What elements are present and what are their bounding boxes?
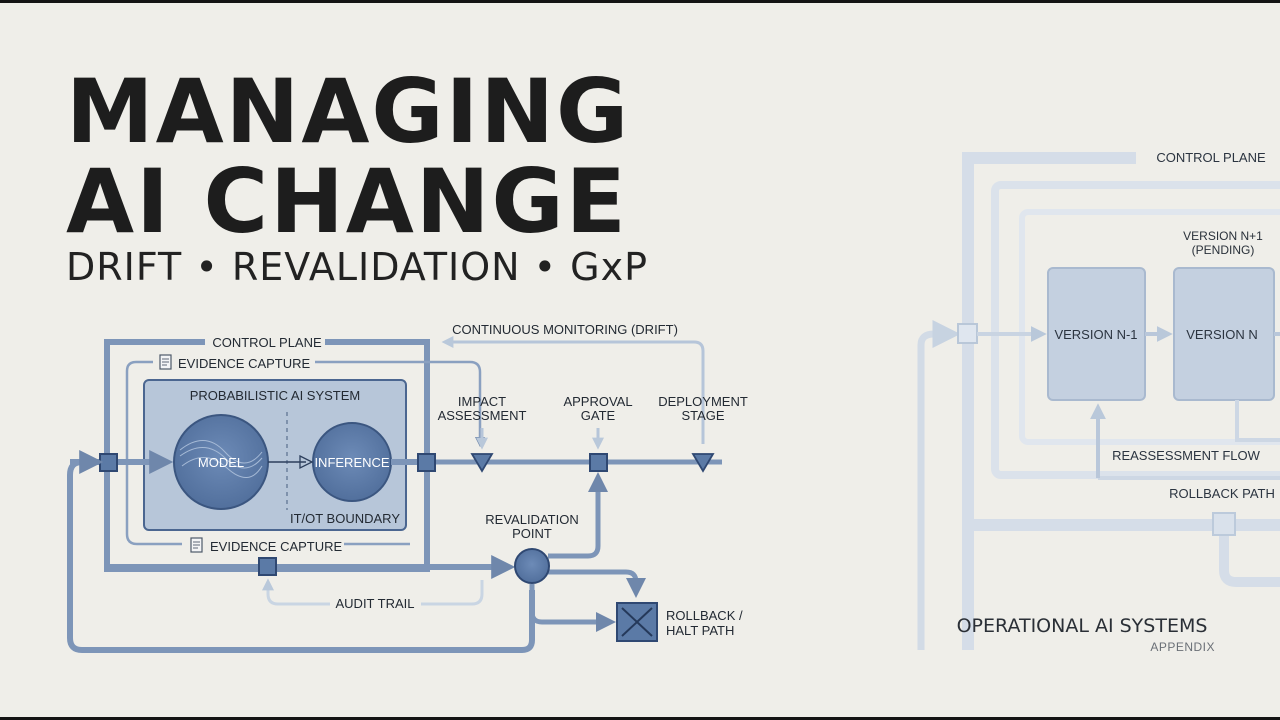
model-wave-line: [181, 457, 263, 478]
impact-triangle-down-icon: [470, 453, 494, 473]
evidence-rail-top-left: [125, 360, 153, 372]
audit-trail-arrow: [262, 578, 330, 606]
title-line-1: MANAGING: [66, 60, 631, 163]
continuous-monitoring-label: CONTINUOUS MONITORING (DRIFT): [452, 322, 678, 337]
evidence-capture-bottom-label: EVIDENCE CAPTURE: [210, 539, 343, 554]
audit-trail-rail-right: [421, 580, 484, 606]
feedback-loop-arrow: [67, 450, 535, 653]
arrow-icon: [299, 454, 314, 470]
exit-square-node-icon: [417, 453, 436, 472]
revalidation-point-node: [514, 548, 550, 584]
subtitle: DRIFT • REVALIDATION • GxP: [66, 245, 649, 289]
model-label: MODEL: [198, 455, 244, 470]
deployment-stage-label-2: STAGE: [681, 408, 724, 423]
approval-gate-label-1: APPROVAL: [563, 394, 632, 409]
revalidation-to-rollback-arrow: [548, 569, 646, 598]
probabilistic-ai-system-label: PROBABILISTIC AI SYSTEM: [190, 388, 361, 403]
revalidation-to-approval-arrow: [548, 472, 608, 559]
appendix-label: APPENDIX: [1150, 640, 1215, 654]
left-diagram: CONTROL PLANE EVIDENCE CAPTURE EVIDENCE …: [67, 322, 748, 653]
model-wave-line: [179, 447, 263, 469]
rollback-halt-label-1: ROLLBACK /: [666, 608, 743, 623]
revalidation-point-label-2: POINT: [512, 526, 552, 541]
rollback-halt-label-2: HALT PATH: [666, 623, 734, 638]
right-rollback-square-node-icon: [1212, 512, 1236, 536]
it-ot-boundary-label: IT/OT BOUNDARY: [290, 511, 400, 526]
continuous-monitoring-arrow: [441, 336, 705, 444]
approval-gate-square-node-icon: [589, 453, 608, 472]
model-wave-icon: [179, 440, 263, 464]
right-entry-flow: [917, 320, 961, 650]
impact-assessment-label-2: ASSESSMENT: [438, 408, 527, 423]
right-diagram: VERSION N-1 VERSION N CONTROL PLANE VERS…: [917, 150, 1280, 654]
deployment-stage-label-1: DEPLOYMENT: [658, 394, 748, 409]
top-frame-border: [0, 0, 1280, 3]
document-icon: [159, 354, 172, 370]
bottom-frame-border: [0, 717, 1280, 720]
version-n1-label-line1: VERSION N+1: [1183, 229, 1263, 243]
version-n-minus-1-label: VERSION N-1: [1054, 327, 1137, 342]
rollback-path-label: ROLLBACK PATH: [1169, 486, 1275, 501]
right-inner-panel: [1019, 209, 1280, 445]
right-rollback-path: [1219, 536, 1280, 587]
audit-trail-label: AUDIT TRAIL: [336, 596, 415, 611]
right-control-plane-frame: [962, 152, 1136, 650]
right-outer-panel: [991, 181, 1280, 479]
revalidation-halt-arrow: [529, 584, 616, 632]
version-n-label: VERSION N: [1186, 327, 1258, 342]
x-box-icon: [621, 607, 653, 637]
revalidation-point-label-1: REVALIDATION: [485, 512, 578, 527]
evidence-capture-top-label: EVIDENCE CAPTURE: [178, 356, 311, 371]
title-line-2: AI CHANGE: [66, 150, 628, 253]
right-control-plane-label: CONTROL PLANE: [1156, 150, 1266, 165]
audit-square-node-icon: [258, 557, 277, 576]
control-plane-label-bg: [205, 333, 325, 351]
right-square-node-icon: [957, 323, 978, 344]
version-n1-label-line2: (PENDING): [1192, 243, 1255, 257]
reassessment-flow-label: REASSESSMENT FLOW: [1112, 448, 1261, 463]
control-plane-label: CONTROL PLANE: [212, 335, 322, 350]
evidence-to-impact-arrow: [315, 360, 485, 447]
impact-assessment-label-1: IMPACT: [458, 394, 506, 409]
approval-gate-label-2: GATE: [581, 408, 616, 423]
right-reassess-return: [1235, 400, 1280, 442]
entry-square-node-icon: [99, 453, 118, 472]
operational-ai-systems-label: OPERATIONAL AI SYSTEMS: [957, 615, 1208, 637]
document-icon: [190, 537, 203, 553]
inference-label: INFERENCE: [314, 455, 389, 470]
evidence-rail-left: [125, 371, 182, 546]
deployment-triangle-down-icon: [691, 453, 715, 473]
